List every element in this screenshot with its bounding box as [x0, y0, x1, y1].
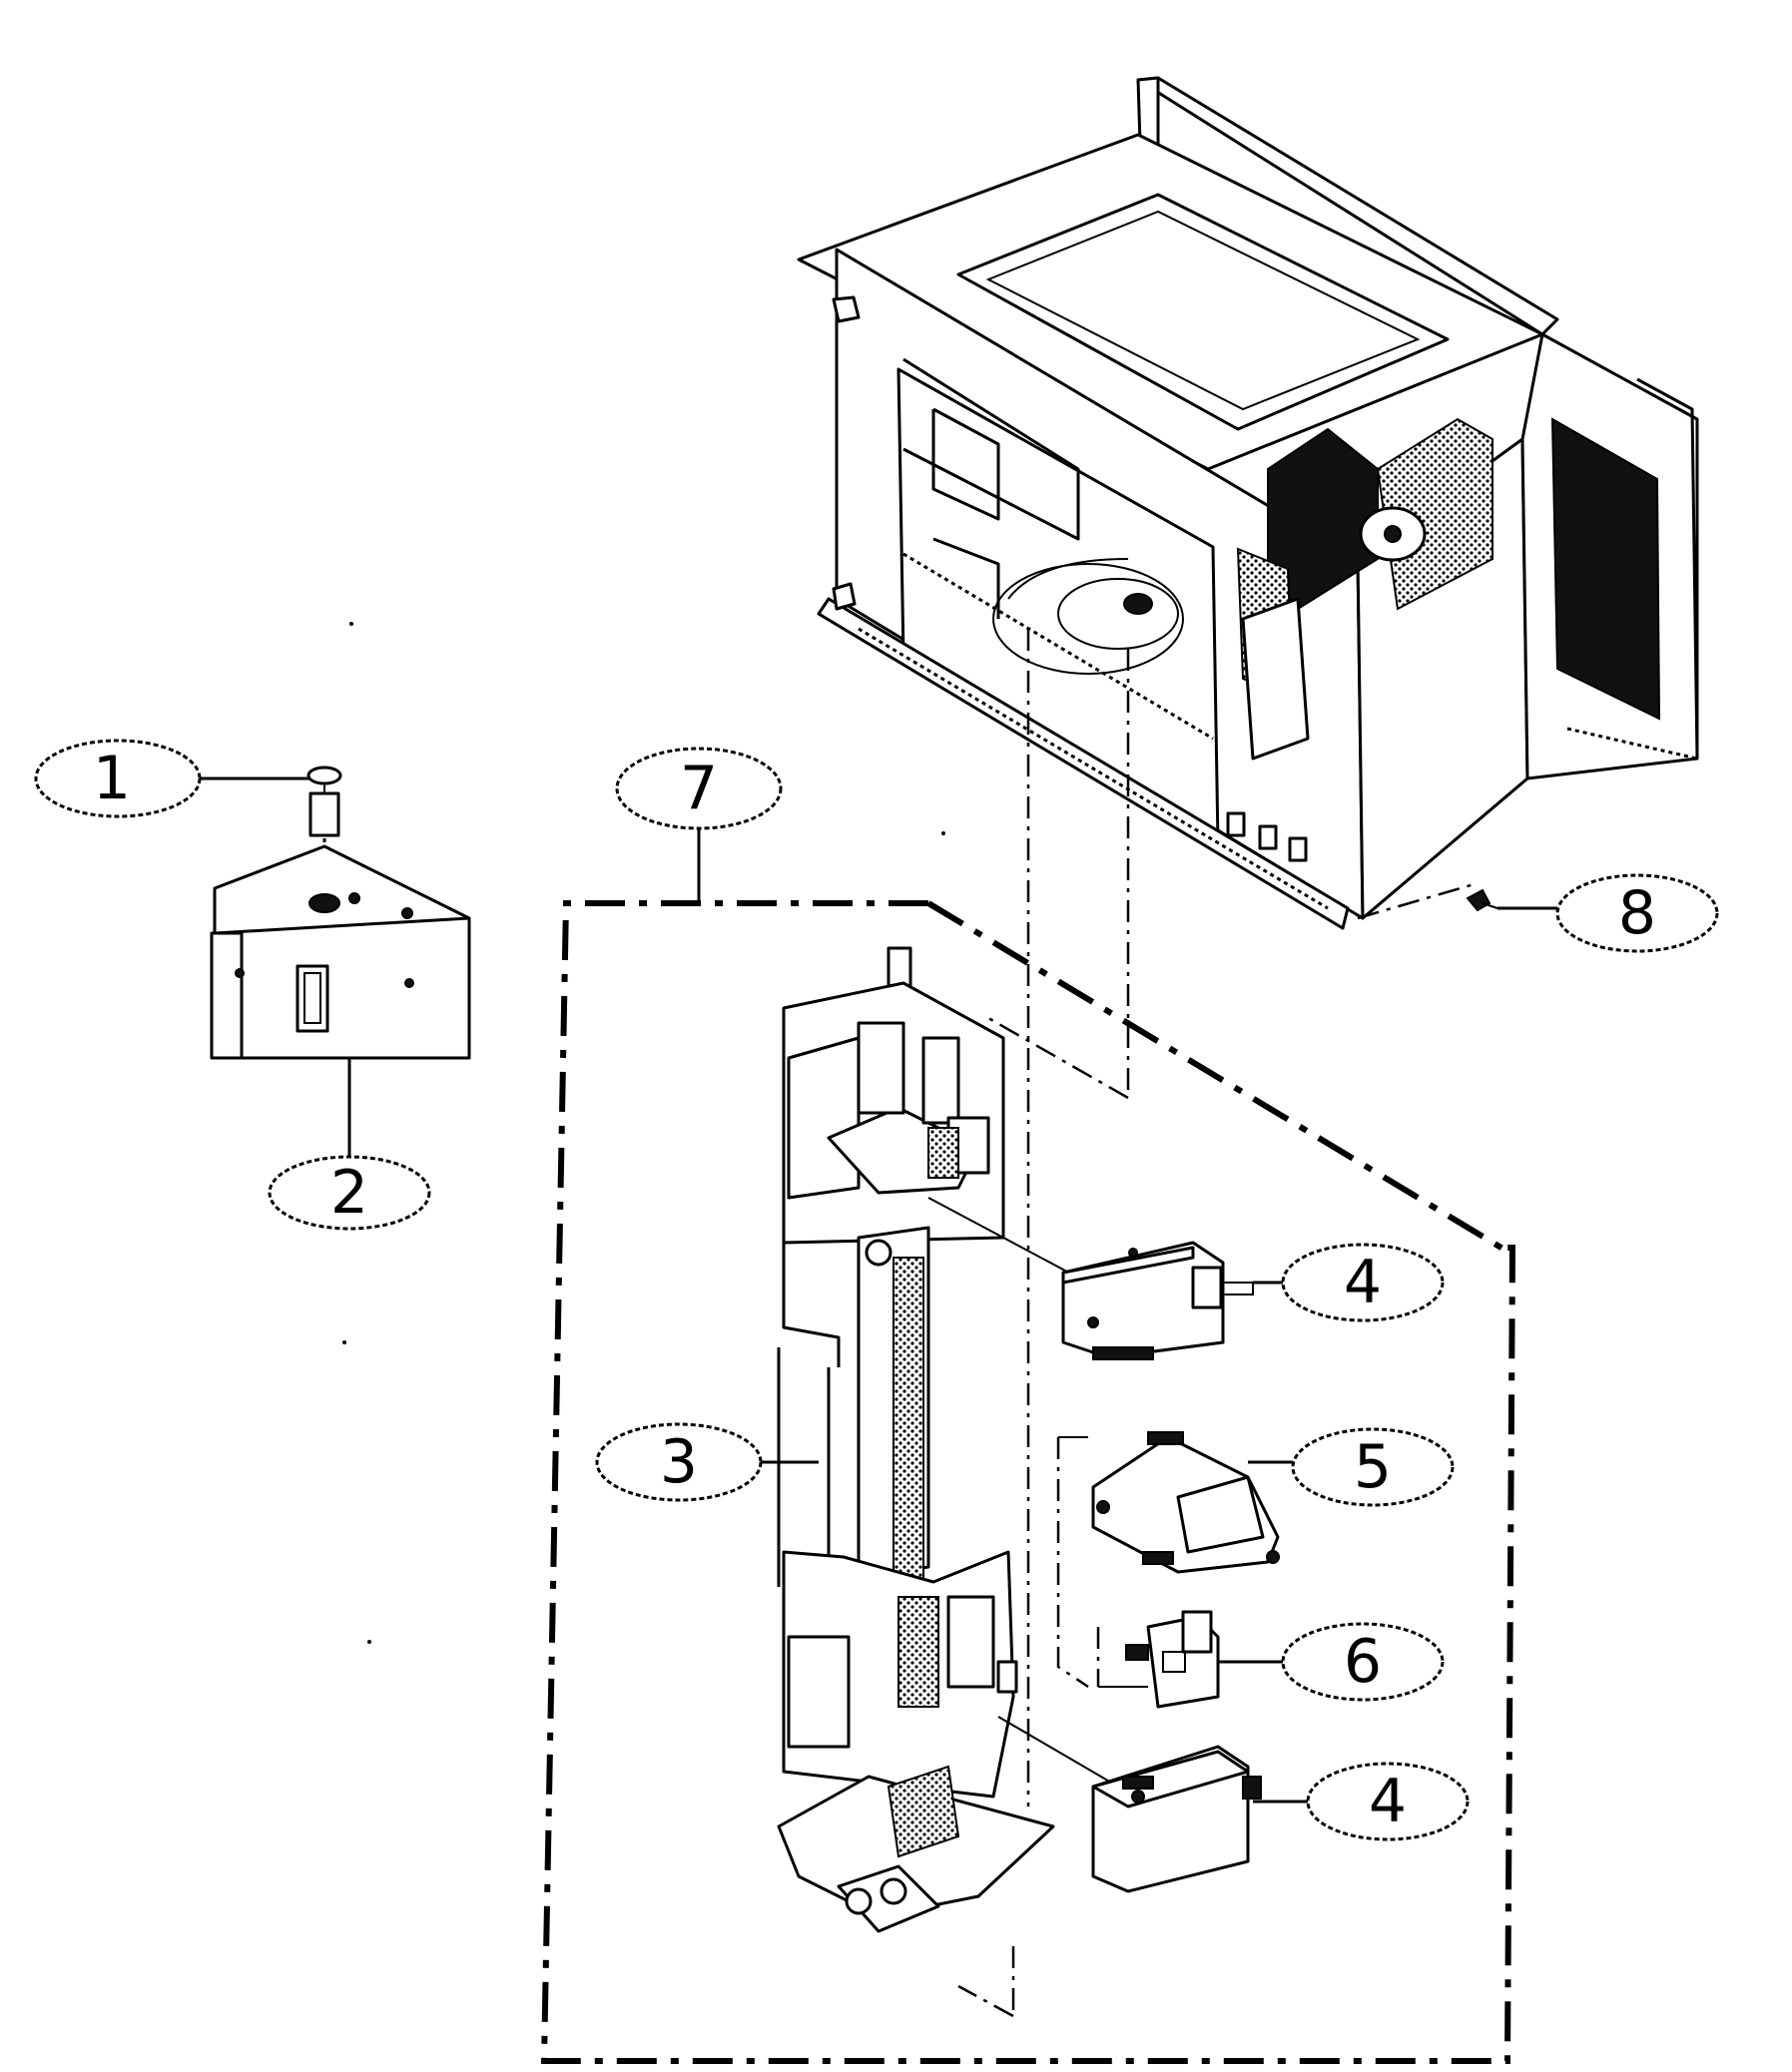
callout-5: 5	[1291, 1427, 1455, 1507]
callout-6: 6	[1281, 1622, 1445, 1702]
callout-4-upper: 4	[1281, 1243, 1445, 1322]
callout-label: 1	[93, 744, 131, 813]
leader-lines	[200, 777, 1557, 1804]
callout-label: 3	[660, 1427, 698, 1497]
assembly-alignment-lines	[927, 629, 1479, 2018]
scan-speck	[349, 622, 353, 626]
callout-7: 7	[615, 747, 783, 830]
monitor-switch	[1098, 1610, 1220, 1709]
callout-8: 8	[1555, 873, 1719, 953]
scan-speck	[367, 1640, 371, 1644]
turntable-motor-assembly	[210, 766, 471, 1148]
callout-2: 2	[268, 1155, 431, 1231]
screw-part-8	[1466, 888, 1498, 912]
interlock-switch-upper	[1061, 1241, 1254, 1360]
callout-label: 4	[1369, 1767, 1407, 1836]
callout-3: 3	[595, 1422, 763, 1502]
interlock-switch-lower	[1091, 1745, 1262, 1893]
interlock-switch-middle	[1058, 1431, 1280, 1574]
oven-cavity-assembly	[797, 76, 1699, 930]
latch-board-assembly	[777, 946, 1055, 1933]
scan-speck	[342, 1340, 346, 1344]
part-7-boundary	[540, 900, 1516, 2064]
callout-label: 4	[1344, 1248, 1382, 1317]
callout-label: 6	[1344, 1627, 1382, 1697]
callout-label: 5	[1354, 1432, 1392, 1502]
callout-4-lower: 4	[1306, 1762, 1470, 1841]
callout-1: 1	[34, 739, 202, 818]
callout-label: 8	[1618, 878, 1656, 948]
callout-label: 2	[330, 1158, 368, 1228]
scan-speck	[941, 831, 945, 835]
callout-label: 7	[680, 754, 718, 823]
part-7-boundary-diagonal	[926, 900, 1511, 1256]
